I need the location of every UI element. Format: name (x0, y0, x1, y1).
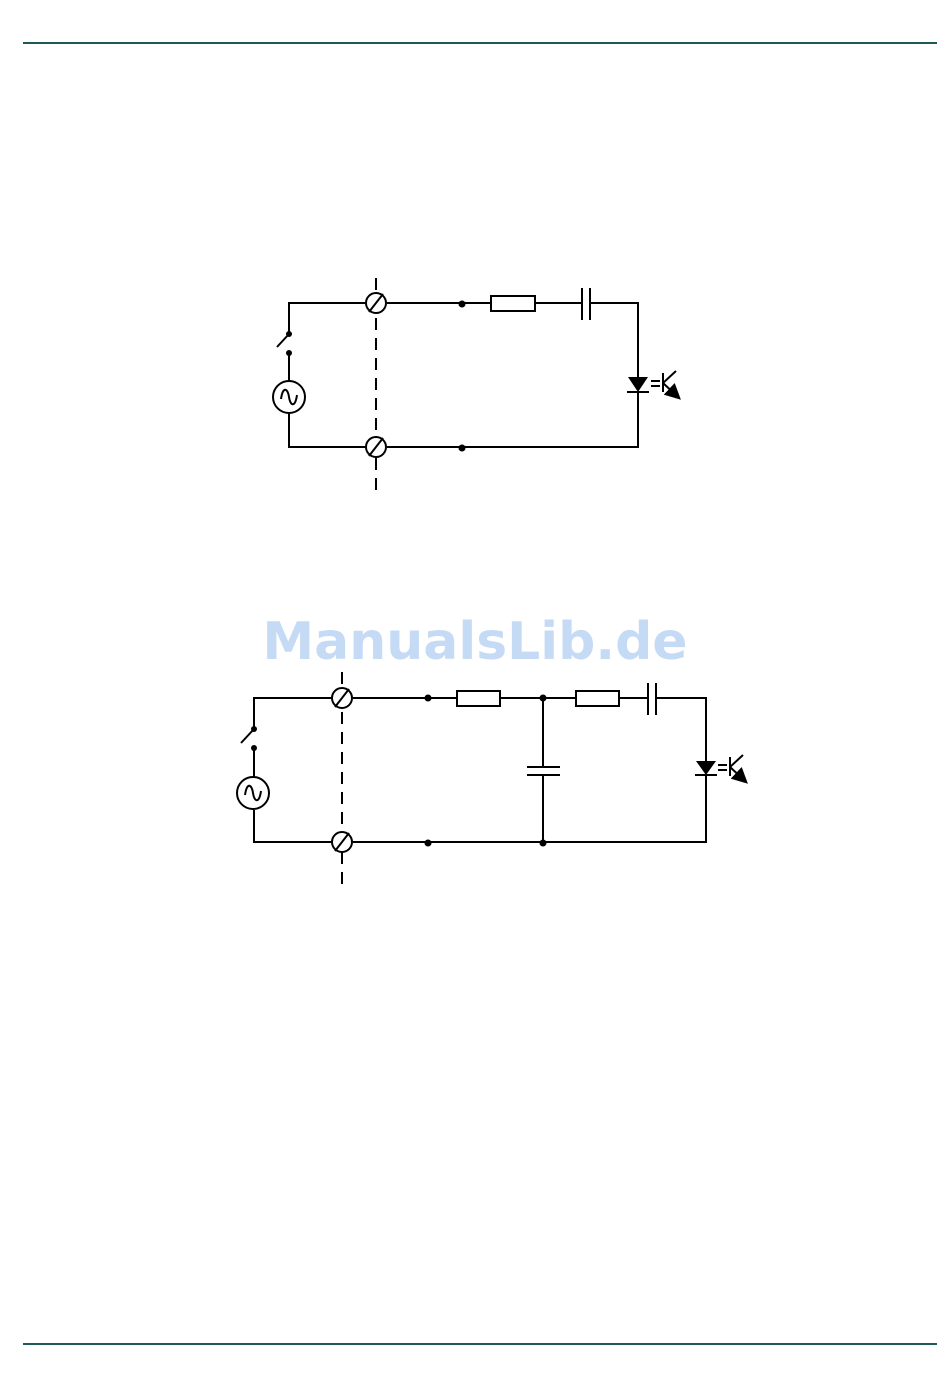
circuit-2-wires (254, 698, 706, 842)
footer-rule (23, 1343, 937, 1345)
terminal-icon (366, 437, 386, 457)
capacitor-icon (648, 683, 656, 715)
terminal-icon (366, 293, 386, 313)
resistor-icon (576, 691, 619, 706)
junction-dot (459, 445, 466, 452)
junction-dot (425, 695, 432, 702)
circuit-1 (273, 278, 678, 492)
circuit-1-wires (289, 303, 638, 447)
ac-source-icon (237, 777, 269, 809)
led-icon (695, 755, 745, 781)
circuit-2-switch (241, 726, 257, 751)
led-icon (627, 371, 678, 397)
circuit-2 (237, 672, 745, 887)
junction-dot (459, 301, 466, 308)
resistor-icon (491, 296, 535, 311)
capacitor-icon (527, 767, 560, 775)
junction-dot (540, 695, 547, 702)
capacitor-icon (582, 288, 590, 320)
junction-dot (540, 840, 547, 847)
junction-dot (425, 840, 432, 847)
resistor-icon (457, 691, 500, 706)
terminal-icon (332, 832, 352, 852)
ac-source-icon (273, 381, 305, 413)
circuit-1-switch (277, 331, 292, 356)
terminal-icon (332, 688, 352, 708)
